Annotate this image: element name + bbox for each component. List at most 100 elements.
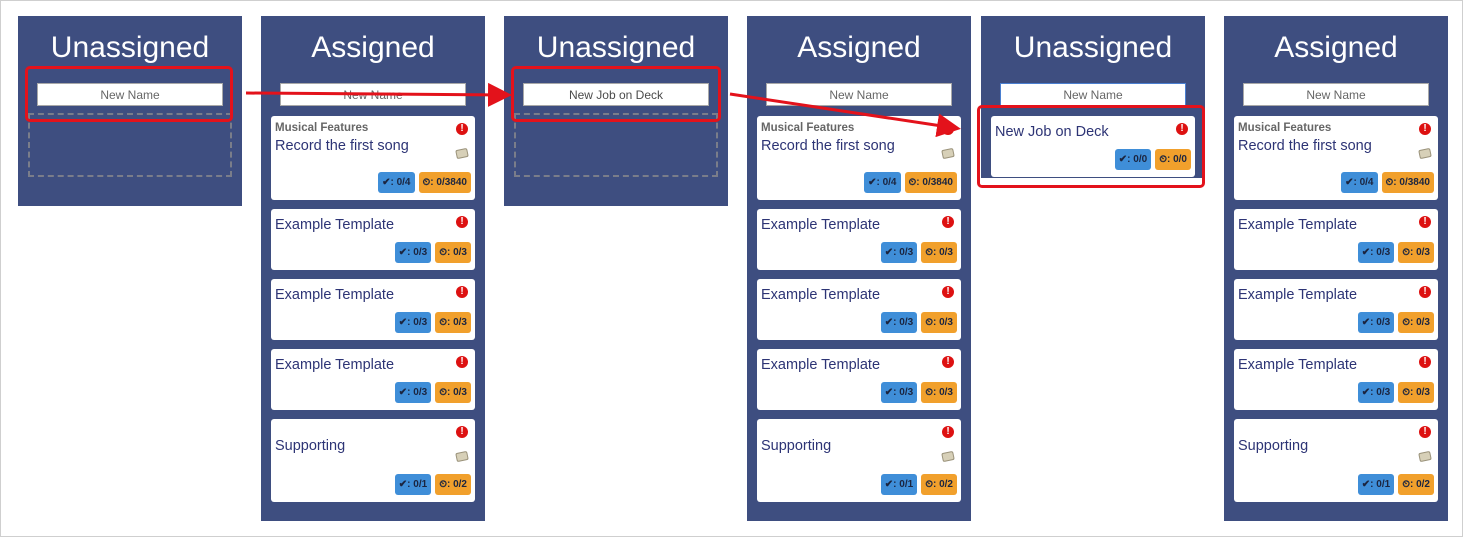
job-card[interactable]: Example Template! ✔: 0/3⏲: 0/3 bbox=[757, 349, 961, 410]
card-title[interactable]: Supporting bbox=[1238, 438, 1309, 454]
card-badges: ✔: 0/0⏲: 0/0 bbox=[1114, 149, 1191, 170]
column-title: Assigned bbox=[311, 31, 435, 64]
timer-badge[interactable]: ⏲: 0/3840 bbox=[904, 172, 957, 193]
arrow-1 bbox=[245, 82, 512, 107]
alert-icon: ! bbox=[1419, 356, 1431, 368]
timer-badge[interactable]: ⏲: 0/3 bbox=[435, 382, 471, 403]
job-card[interactable]: Example Template!✔: 0/3⏲: 0/3 bbox=[757, 209, 961, 270]
checklist-badge[interactable]: ✔: 0/3 bbox=[394, 382, 432, 403]
job-card[interactable]: Example Template! ✔: 0/3⏲: 0/3 bbox=[1234, 279, 1438, 340]
checklist-badge[interactable]: ✔: 0/1 bbox=[394, 474, 432, 495]
checklist-badge[interactable]: ✔: 0/3 bbox=[1357, 382, 1395, 403]
timer-badge[interactable]: ⏲: 0/3 bbox=[1398, 312, 1434, 333]
timer-badge[interactable]: ⏲: 0/3840 bbox=[1381, 172, 1434, 193]
job-card[interactable]: New Job on Deck!✔: 0/0⏲: 0/0 bbox=[991, 116, 1195, 177]
checklist-badge[interactable]: ✔: 0/3 bbox=[880, 382, 918, 403]
job-card[interactable]: Supporting! ✔: 0/1⏲: 0/2 bbox=[1234, 419, 1438, 502]
checklist-badge[interactable]: ✔: 0/1 bbox=[880, 474, 918, 495]
card-badges: ✔: 0/3⏲: 0/3 bbox=[394, 312, 471, 333]
timer-badge[interactable]: ⏲: 0/3840 bbox=[418, 172, 471, 193]
alert-icon: ! bbox=[942, 356, 954, 368]
card-badges: ✔: 0/1⏲: 0/2 bbox=[394, 474, 471, 495]
card-title[interactable]: Example Template bbox=[1238, 217, 1358, 233]
card-title[interactable]: Example Template bbox=[761, 287, 881, 303]
card-title[interactable]: Supporting bbox=[275, 438, 346, 454]
new-card-input[interactable] bbox=[1000, 83, 1186, 106]
alert-icon: ! bbox=[1419, 426, 1431, 438]
checklist-badge[interactable]: ✔: 0/4 bbox=[864, 172, 901, 193]
alert-icon: ! bbox=[942, 286, 954, 298]
arrow-2 bbox=[729, 92, 961, 138]
card-badges: ✔: 0/3⏲: 0/3 bbox=[1357, 312, 1434, 333]
job-card[interactable]: Example Template!✔: 0/3⏲: 0/3 bbox=[271, 209, 475, 270]
card-title[interactable]: Example Template bbox=[761, 217, 881, 233]
card-title[interactable]: Example Template bbox=[275, 287, 395, 303]
job-card[interactable]: Example Template! ✔: 0/3⏲: 0/3 bbox=[1234, 349, 1438, 410]
drop-zone[interactable] bbox=[28, 113, 232, 177]
timer-badge[interactable]: ⏲: 0/2 bbox=[921, 474, 957, 495]
new-card-input[interactable] bbox=[1243, 83, 1429, 106]
card-title[interactable]: Example Template bbox=[761, 357, 881, 373]
timer-badge[interactable]: ⏲: 0/0 bbox=[1155, 149, 1191, 170]
job-card[interactable]: Supporting!✔: 0/1⏲: 0/2 bbox=[757, 419, 961, 502]
checklist-badge[interactable]: ✔: 0/4 bbox=[1341, 172, 1378, 193]
card-badges: ✔: 0/4⏲: 0/3840 bbox=[864, 172, 957, 193]
alert-icon: ! bbox=[1419, 123, 1431, 135]
new-card-input[interactable] bbox=[766, 83, 952, 106]
checklist-badge[interactable]: ✔: 0/3 bbox=[880, 312, 918, 333]
checklist-badge[interactable]: ✔: 0/3 bbox=[394, 312, 432, 333]
timer-badge[interactable]: ⏲: 0/2 bbox=[435, 474, 471, 495]
card-badges: ✔: 0/3⏲: 0/3 bbox=[1357, 242, 1434, 263]
card-list: New Job on Deck!✔: 0/0⏲: 0/0 bbox=[991, 116, 1195, 177]
highlight-box-new-card bbox=[977, 105, 1205, 188]
column-title: Unassigned bbox=[50, 31, 210, 64]
timer-badge[interactable]: ⏲: 0/3 bbox=[921, 382, 957, 403]
checklist-badge[interactable]: ✔: 0/1 bbox=[1357, 474, 1395, 495]
card-category: Musical Features bbox=[761, 122, 855, 134]
alert-icon: ! bbox=[1419, 216, 1431, 228]
checklist-badge[interactable]: ✔: 0/3 bbox=[394, 242, 432, 263]
card-title[interactable]: Record the first song bbox=[1238, 138, 1372, 154]
alert-icon: ! bbox=[456, 356, 468, 368]
timer-badge[interactable]: ⏲: 0/3 bbox=[921, 312, 957, 333]
timer-badge[interactable]: ⏲: 0/3 bbox=[435, 312, 471, 333]
card-title[interactable]: Record the first song bbox=[761, 138, 895, 154]
job-card[interactable]: Example Template! ✔: 0/3⏲: 0/3 bbox=[271, 349, 475, 410]
card-title[interactable]: New Job on Deck bbox=[995, 124, 1109, 140]
checklist-badge[interactable]: ✔: 0/0 bbox=[1114, 149, 1152, 170]
job-card[interactable]: Supporting!✔: 0/1⏲: 0/2 bbox=[271, 419, 475, 502]
card-title[interactable]: Supporting bbox=[761, 438, 832, 454]
timer-badge[interactable]: ⏲: 0/2 bbox=[1398, 474, 1434, 495]
timer-badge[interactable]: ⏲: 0/3 bbox=[921, 242, 957, 263]
new-card-input[interactable] bbox=[37, 83, 223, 106]
timer-badge[interactable]: ⏲: 0/3 bbox=[435, 242, 471, 263]
new-card-input[interactable] bbox=[523, 83, 709, 106]
timer-badge[interactable]: ⏲: 0/3 bbox=[1398, 242, 1434, 263]
checklist-badge[interactable]: ✔: 0/3 bbox=[880, 242, 918, 263]
alert-icon: ! bbox=[1419, 286, 1431, 298]
job-card[interactable]: Example Template! ✔: 0/3⏲: 0/3 bbox=[271, 279, 475, 340]
checklist-badge[interactable]: ✔: 0/3 bbox=[1357, 312, 1395, 333]
card-title[interactable]: Example Template bbox=[1238, 287, 1358, 303]
card-title[interactable]: Example Template bbox=[275, 357, 395, 373]
job-card[interactable]: Example Template! ✔: 0/3⏲: 0/3 bbox=[1234, 209, 1438, 270]
card-title[interactable]: Example Template bbox=[275, 217, 395, 233]
checklist-badge[interactable]: ✔: 0/4 bbox=[378, 172, 415, 193]
timer-badge[interactable]: ⏲: 0/3 bbox=[1398, 382, 1434, 403]
checklist-badge[interactable]: ✔: 0/3 bbox=[1357, 242, 1395, 263]
card-title[interactable]: Record the first song bbox=[275, 138, 409, 154]
highlight-box-input-1 bbox=[25, 66, 233, 122]
card-title[interactable]: Example Template bbox=[1238, 357, 1358, 373]
job-card[interactable]: Example Template! ✔: 0/3⏲: 0/3 bbox=[757, 279, 961, 340]
column-title: Assigned bbox=[1274, 31, 1398, 64]
drop-zone[interactable] bbox=[514, 113, 718, 177]
alert-icon: ! bbox=[456, 123, 468, 135]
alert-icon: ! bbox=[456, 286, 468, 298]
